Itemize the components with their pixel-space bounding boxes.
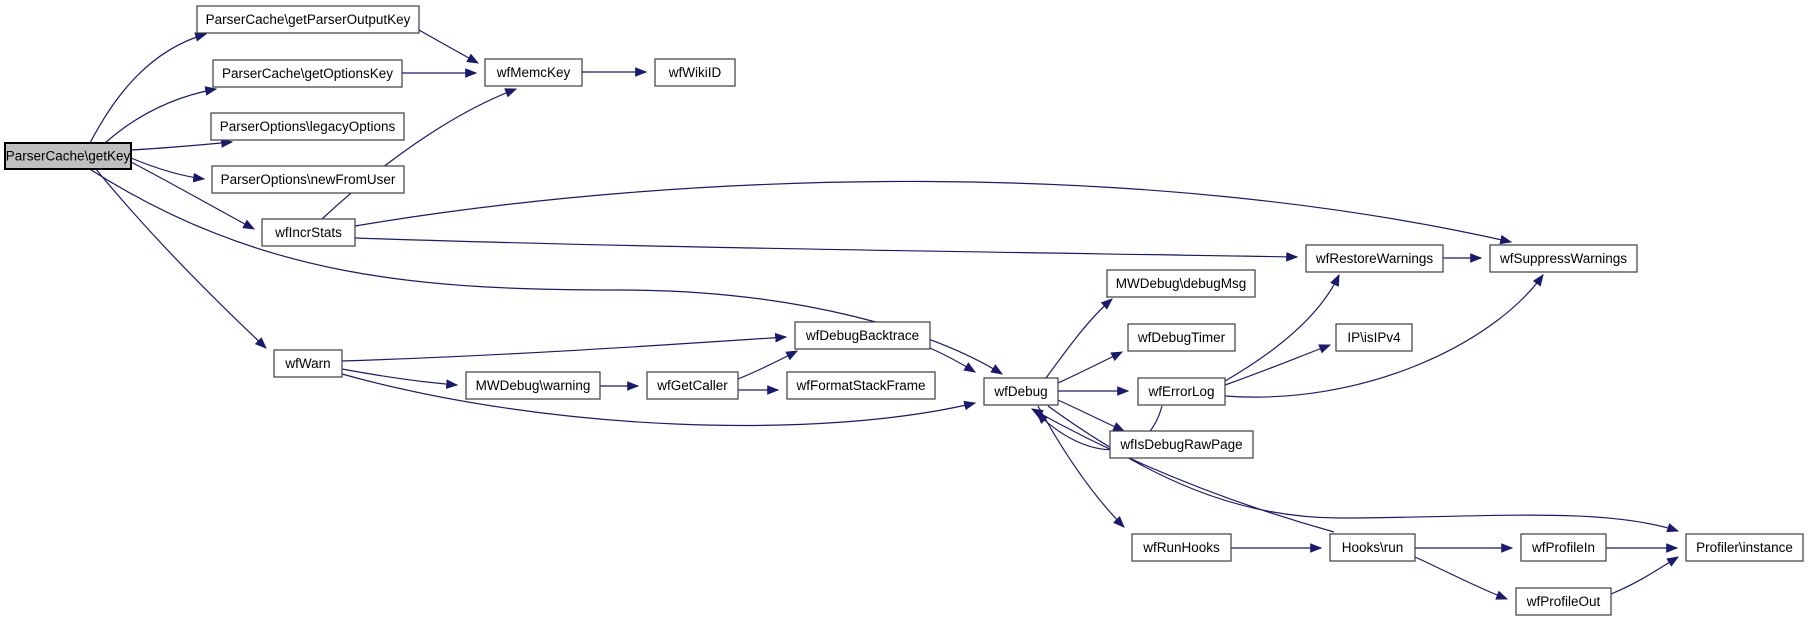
svg-text:wfIsDebugRawPage: wfIsDebugRawPage bbox=[1119, 437, 1242, 452]
node-wfprofileout[interactable]: wfProfileOut bbox=[1515, 587, 1612, 616]
edge-wfErrorLog-IPisIPv4 bbox=[1224, 344, 1332, 386]
svg-text:wfFormatStackFrame: wfFormatStackFrame bbox=[795, 378, 925, 393]
edge-getKey-legacyOptions bbox=[130, 138, 234, 151]
svg-text:wfDebug: wfDebug bbox=[993, 384, 1047, 399]
node-wfwikiid[interactable]: wfWikiID bbox=[654, 58, 736, 87]
svg-text:wfProfileIn: wfProfileIn bbox=[1531, 540, 1595, 555]
node-profiler-instance[interactable]: Profiler\instance bbox=[1685, 533, 1804, 562]
edge-HooksRun-wfProfileOut bbox=[1414, 556, 1509, 600]
svg-text:wfSuppressWarnings: wfSuppressWarnings bbox=[1499, 251, 1627, 266]
svg-text:wfMemcKey: wfMemcKey bbox=[496, 65, 571, 80]
edge-wfDebug-wfRunHooks bbox=[1037, 405, 1125, 528]
edge-getKey-wfIncrStats bbox=[130, 161, 256, 230]
node-parsercache-getoptionskey[interactable]: ParserCache\getOptionsKey bbox=[212, 59, 403, 88]
edge-HooksRun-wfDebug bbox=[1030, 408, 1335, 533]
edge-wfIncrStats-wfRestoreWarnings bbox=[354, 237, 1299, 262]
node-wfrestorewarnings[interactable]: wfRestoreWarnings bbox=[1305, 244, 1444, 273]
edge-wfDebug-ProfilerInstance bbox=[1047, 405, 1680, 533]
svg-text:wfDebugTimer: wfDebugTimer bbox=[1137, 330, 1226, 345]
svg-text:wfWarn: wfWarn bbox=[284, 356, 330, 371]
edge-getParserOutputKey-wfMemcKey bbox=[418, 29, 480, 64]
edge-getKey-newFromUser bbox=[130, 157, 206, 183]
svg-text:Profiler\instance: Profiler\instance bbox=[1696, 540, 1793, 555]
svg-text:wfGetCaller: wfGetCaller bbox=[656, 378, 728, 393]
svg-text:ParserCache\getKey: ParserCache\getKey bbox=[6, 149, 131, 164]
node-wfformatstackframe[interactable]: wfFormatStackFrame bbox=[786, 371, 936, 400]
svg-text:IP\isIPv4: IP\isIPv4 bbox=[1347, 330, 1401, 345]
svg-text:ParserOptions\newFromUser: ParserOptions\newFromUser bbox=[221, 172, 396, 187]
node-wfdebugtimer[interactable]: wfDebugTimer bbox=[1127, 323, 1236, 352]
svg-text:wfWikiID: wfWikiID bbox=[668, 65, 722, 80]
node-wferrorlog[interactable]: wfErrorLog bbox=[1137, 377, 1226, 406]
edge-wfDebug-MWDebugDebugMsg bbox=[1045, 298, 1113, 379]
edge-wfIncrStats-wfSuppressWarnings bbox=[354, 180, 1513, 245]
edge-wfWarn-wfDebug bbox=[341, 373, 977, 427]
node-wfdebugbacktrace[interactable]: wfDebugBacktrace bbox=[794, 321, 931, 350]
node-wfmemckey[interactable]: wfMemcKey bbox=[484, 58, 583, 87]
edge-wfIncrStats-wfMemcKey bbox=[321, 88, 518, 220]
edge-getKey-wfWarn bbox=[94, 167, 267, 349]
node-wfwarn[interactable]: wfWarn bbox=[273, 349, 343, 378]
edge-wfErrorLog-wfRestoreWarnings bbox=[1224, 273, 1340, 382]
svg-text:wfProfileOut: wfProfileOut bbox=[1526, 594, 1601, 609]
nodes: ParserCache\getKey ParserCache\getParser… bbox=[4, 5, 1804, 616]
node-wfincrstats[interactable]: wfIncrStats bbox=[261, 218, 356, 247]
node-hooks-run[interactable]: Hooks\run bbox=[1329, 533, 1416, 562]
node-parsercache-getkey: ParserCache\getKey bbox=[4, 142, 132, 170]
edge-wfDebug-wfIsDebugRawPage bbox=[1057, 399, 1126, 432]
svg-text:Hooks\run: Hooks\run bbox=[1342, 540, 1404, 555]
edge-wfProfileOut-ProfilerInstance bbox=[1610, 556, 1680, 595]
node-parsercache-getparseroutputkey[interactable]: ParserCache\getParserOutputKey bbox=[196, 5, 420, 34]
node-mwdebug-warning[interactable]: MWDebug\warning bbox=[465, 371, 601, 400]
svg-text:wfRunHooks: wfRunHooks bbox=[1142, 540, 1220, 555]
edge-wfWarn-MWDebugWarning bbox=[341, 368, 459, 389]
node-wfsuppresswarnings[interactable]: wfSuppressWarnings bbox=[1489, 244, 1638, 273]
svg-text:ParserCache\getOptionsKey: ParserCache\getOptionsKey bbox=[222, 66, 393, 81]
edge-wfDebugBacktrace-wfDebug bbox=[929, 347, 977, 373]
edge-getKey-getParserOutputKey bbox=[89, 32, 208, 144]
edges bbox=[87, 29, 1680, 600]
edge-wfGetCaller-wfDebugBacktrace bbox=[737, 350, 799, 380]
edge-wfDebug-wfDebugTimer bbox=[1057, 351, 1124, 384]
node-ip-isipv4[interactable]: IP\isIPv4 bbox=[1335, 323, 1413, 352]
svg-text:wfRestoreWarnings: wfRestoreWarnings bbox=[1315, 251, 1434, 266]
edge-wfErrorLog-wfSuppressWarnings bbox=[1224, 274, 1544, 398]
node-parseroptions-newfromuser[interactable]: ParserOptions\newFromUser bbox=[211, 165, 405, 194]
node-wfrunhooks[interactable]: wfRunHooks bbox=[1131, 533, 1232, 562]
svg-text:wfDebugBacktrace: wfDebugBacktrace bbox=[805, 328, 919, 343]
svg-text:wfErrorLog: wfErrorLog bbox=[1147, 384, 1214, 399]
edge-getKey-getOptionsKey bbox=[104, 86, 218, 144]
node-wfprofilein[interactable]: wfProfileIn bbox=[1520, 533, 1607, 562]
svg-text:ParserCache\getParserOutputKey: ParserCache\getParserOutputKey bbox=[206, 12, 411, 27]
node-wfgetcaller[interactable]: wfGetCaller bbox=[646, 371, 739, 400]
node-wfisdebugrawpage[interactable]: wfIsDebugRawPage bbox=[1109, 430, 1254, 459]
node-wfdebug[interactable]: wfDebug bbox=[983, 377, 1059, 406]
svg-text:MWDebug\warning: MWDebug\warning bbox=[476, 378, 591, 393]
edge-wfWarn-wfDebugBacktrace bbox=[341, 332, 788, 362]
node-mwdebug-debugmsg[interactable]: MWDebug\debugMsg bbox=[1106, 269, 1256, 298]
svg-text:wfIncrStats: wfIncrStats bbox=[274, 225, 342, 240]
svg-text:MWDebug\debugMsg: MWDebug\debugMsg bbox=[1116, 276, 1247, 291]
node-parseroptions-legacyoptions[interactable]: ParserOptions\legacyOptions bbox=[210, 112, 405, 141]
svg-text:ParserOptions\legacyOptions: ParserOptions\legacyOptions bbox=[220, 119, 396, 134]
